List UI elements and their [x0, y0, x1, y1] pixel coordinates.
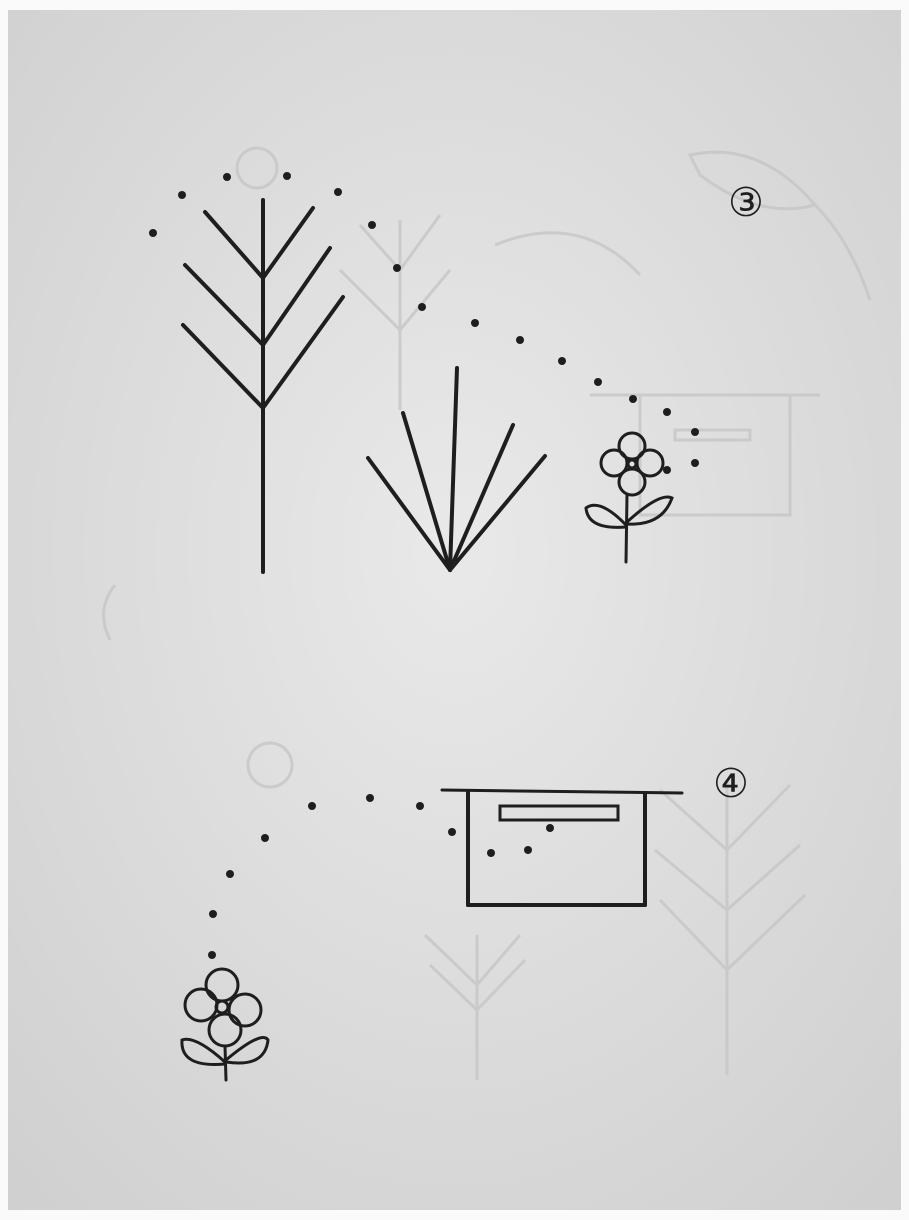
step-3-number: ③: [728, 183, 764, 223]
step-4-number: ④: [713, 764, 749, 804]
paper-sheet: [8, 10, 901, 1210]
